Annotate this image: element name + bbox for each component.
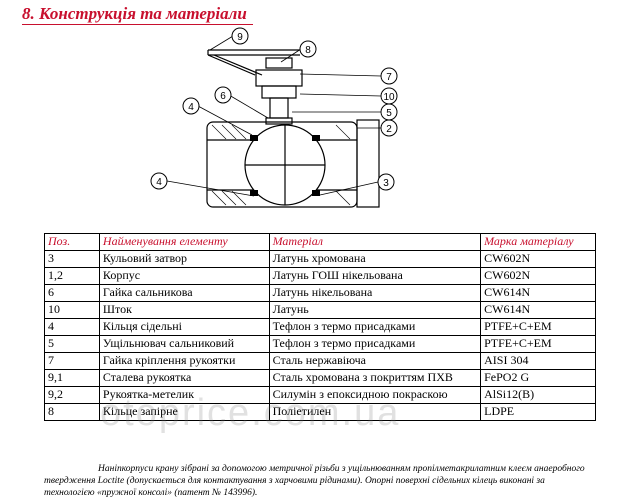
leader-lines [166, 35, 382, 197]
cell-material: Латунь ГОШ нікельована [268, 267, 482, 285]
cell-pos: 4 [44, 318, 100, 336]
table-header-row: Поз. Найменування елементу Матеріал Марк… [44, 233, 596, 251]
callout-4-upper: 4 [188, 102, 194, 113]
cell-name: Рукоятка-метелик [98, 386, 270, 404]
stem-nut [255, 57, 303, 125]
header-pos: Поз. [44, 233, 100, 251]
cell-grade: AISI 304 [480, 352, 596, 370]
cell-material: Тефлон з термо присадками [268, 335, 482, 353]
assembly-notes: Наніпкорпуси крану зібрані за допомогою … [44, 464, 585, 498]
cell-grade: PTFE+C+EM [480, 335, 596, 353]
cell-name: Ущільнювач сальниковий [98, 335, 270, 353]
header-name: Найменування елементу [98, 233, 270, 251]
cell-material: Сталь хромована з покриттям ПХВ [268, 369, 482, 387]
callout-10: 10 [383, 92, 395, 103]
cell-name: Гайка кріплення рукоятки [98, 352, 270, 370]
cell-name: Шток [98, 301, 270, 319]
cell-material: Силумін з епоксидною покраскою [268, 386, 482, 404]
cell-material: Латунь хромована [268, 250, 482, 268]
cell-name: Кільця сідельні [98, 318, 270, 336]
cell-grade: FePO2 G [480, 369, 596, 387]
cell-pos: 3 [44, 250, 100, 268]
header-material: Матеріал [268, 233, 482, 251]
cell-grade: CW614N [480, 284, 596, 302]
cell-material: Сталь нержавіюча [268, 352, 482, 370]
callout-9: 9 [237, 32, 243, 43]
cell-material: Поліетилен [268, 403, 482, 421]
callout-8: 8 [305, 45, 311, 56]
cell-pos: 9,2 [44, 386, 100, 404]
cell-material: Латунь [268, 301, 482, 319]
callout-4-lower: 4 [156, 177, 162, 188]
cell-name: Кільце запірне [98, 403, 270, 421]
cell-grade: PTFE+C+EM [480, 318, 596, 336]
callout-2: 2 [386, 124, 392, 135]
cell-grade: CW602N [480, 267, 596, 285]
valve-section-drawing: 9 8 7 10 5 2 6 4 3 4 [150, 27, 398, 208]
handle [207, 49, 300, 76]
cell-pos: 8 [44, 403, 100, 421]
cell-grade: LDPE [480, 403, 596, 421]
cell-pos: 1,2 [44, 267, 100, 285]
callout-7: 7 [386, 72, 392, 83]
valve-body [206, 119, 380, 208]
cell-material: Тефлон з термо присадками [268, 318, 482, 336]
cell-grade: AlSi12(B) [480, 386, 596, 404]
section-title: 8. Конструкція та матеріали [22, 4, 253, 25]
callout-6: 6 [220, 91, 226, 102]
cell-name: Сталева рукоятка [98, 369, 270, 387]
cell-name: Корпус [98, 267, 270, 285]
cell-name: Гайка сальникова [98, 284, 270, 302]
cell-name: Кульовий затвор [98, 250, 270, 268]
cell-pos: 6 [44, 284, 100, 302]
callout-5: 5 [386, 108, 392, 119]
cell-pos: 9,1 [44, 369, 100, 387]
seat-rings [250, 135, 320, 196]
cell-pos: 5 [44, 335, 100, 353]
cell-pos: 10 [44, 301, 100, 319]
callout-3: 3 [383, 178, 389, 189]
cell-grade: CW614N [480, 301, 596, 319]
hatching [211, 124, 351, 206]
cell-grade: CW602N [480, 250, 596, 268]
materials-table: Поз. Найменування елементу Матеріал Марк… [44, 233, 596, 421]
cell-pos: 7 [44, 352, 100, 370]
cell-material: Латунь нікельована [268, 284, 482, 302]
callouts: 9 8 7 10 5 2 6 4 3 4 [150, 27, 398, 191]
header-grade: Марка матеріалу [480, 233, 596, 251]
